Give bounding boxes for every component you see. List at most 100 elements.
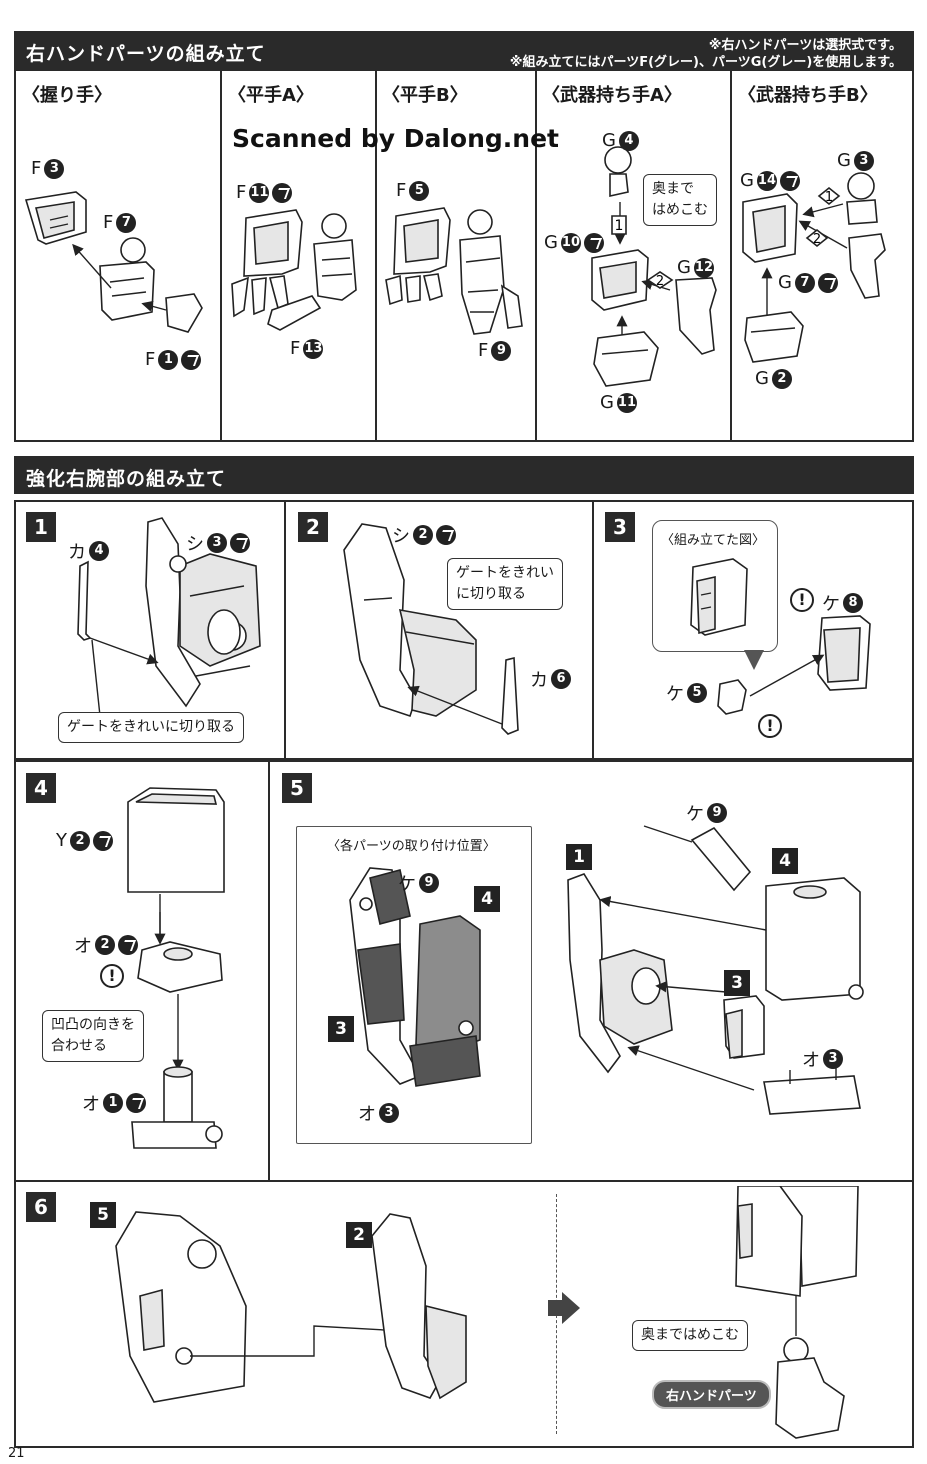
order-step-2: 2 <box>813 232 821 247</box>
flat-hand-b-illustration <box>385 207 523 335</box>
section-note-2: ※組み立てにはパーツF(グレー)、パーツG(グレー)を使用します。 <box>509 55 902 70</box>
step-number: 6 <box>26 1192 56 1222</box>
part-ref-4: 4 <box>772 848 798 874</box>
step-5-inset-illustration <box>349 867 481 1087</box>
gate-icon <box>181 349 202 370</box>
gate-cut-callout: ゲートをきれい に切り取る <box>447 558 563 610</box>
section-note-1: ※右ハンドパーツは選択式です。 <box>708 38 902 53</box>
section-header-right-arm: 強化右腕部の組み立て <box>14 456 914 494</box>
part-ref-3: 3 <box>328 1016 354 1042</box>
part-ref-3: 3 <box>724 970 750 996</box>
caution-icon: ! <box>100 964 124 988</box>
gate-icon <box>118 935 138 955</box>
step-2-illustration <box>343 523 519 735</box>
insert-fully-callout: 奥まではめこむ <box>632 1320 748 1351</box>
column-title-weapon-a: 〈武器持ち手A〉 <box>542 85 682 106</box>
section-header-hand-parts: 右ハンドパーツの組み立て ※右ハンドパーツは選択式です。 ※組み立てにはパーツF… <box>14 31 914 70</box>
part-ref-5: 5 <box>90 1202 116 1228</box>
column-divider <box>375 71 377 440</box>
step-1-illustration <box>77 517 261 716</box>
step-number: 5 <box>282 773 312 803</box>
order-step-1: 1 <box>615 218 624 234</box>
attachment-position-inset: 〈各パーツの取り付け位置〉 <box>296 826 532 1144</box>
gate-icon <box>93 830 113 851</box>
part-ref-2: 2 <box>346 1222 372 1248</box>
step-number: 1 <box>26 512 56 542</box>
assembled-part-icon <box>690 558 748 636</box>
part-ref-1: 1 <box>566 844 592 870</box>
caution-icon: ! <box>790 588 814 612</box>
step-6-illustration <box>115 1211 467 1403</box>
step-5-main-illustration <box>567 825 864 1115</box>
column-divider <box>730 71 732 440</box>
gate-icon <box>272 182 293 203</box>
section-title: 強化右腕部の組み立て <box>26 468 227 490</box>
step-number: 2 <box>298 512 328 542</box>
gate-cut-callout: ゲートをきれいに切り取る <box>58 712 244 743</box>
insert-fully-callout: 奥まで はめこむ <box>643 174 717 226</box>
step-6-result-illustration <box>735 1186 859 1439</box>
column-title-weapon-b: 〈武器持ち手B〉 <box>738 85 878 106</box>
step-3-illustration <box>717 615 871 715</box>
column-title-flat-b: 〈平手B〉 <box>382 85 468 106</box>
order-step-2: 2 <box>656 274 664 289</box>
column-divider <box>220 71 222 440</box>
gate-icon <box>230 533 250 553</box>
part-ref-4: 4 <box>474 886 500 912</box>
flat-hand-a-illustration <box>231 209 357 331</box>
step-number: 4 <box>26 773 56 803</box>
order-step-1: 1 <box>825 190 833 205</box>
gate-icon <box>779 170 800 191</box>
gate-icon <box>817 272 838 293</box>
proceed-arrow-icon <box>548 1292 580 1324</box>
column-title-flat-a: 〈平手A〉 <box>228 85 314 106</box>
column-divider <box>535 71 537 440</box>
column-title-grip: 〈握り手〉 <box>22 85 112 106</box>
step-number: 3 <box>605 512 635 542</box>
section-title: 右ハンドパーツの組み立て <box>26 43 266 65</box>
weapon-hand-b-illustration: 1 2 <box>742 172 886 363</box>
inset-title: 〈各パーツの取り付け位置〉 <box>327 839 496 854</box>
gate-icon <box>436 525 456 545</box>
weapon-hand-a-illustration: 1 2 <box>591 146 717 387</box>
right-hand-parts-label: 右ハンドパーツ <box>652 1380 771 1409</box>
watermark: Scanned by Dalong.net <box>232 124 560 153</box>
gate-icon <box>126 1093 146 1113</box>
step-4-illustration <box>127 787 225 1149</box>
caution-icon: ! <box>758 714 782 738</box>
page-number: 21 <box>8 1446 25 1461</box>
inset-title: 〈組み立てた図〉 <box>661 533 766 548</box>
gate-icon <box>583 232 604 253</box>
assembled-view-inset: 〈組み立てた図〉 <box>652 520 778 652</box>
inset-pointer <box>744 650 764 670</box>
grip-hand-illustration <box>24 191 203 333</box>
align-notch-callout: 凹凸の向きを 合わせる <box>42 1010 144 1062</box>
